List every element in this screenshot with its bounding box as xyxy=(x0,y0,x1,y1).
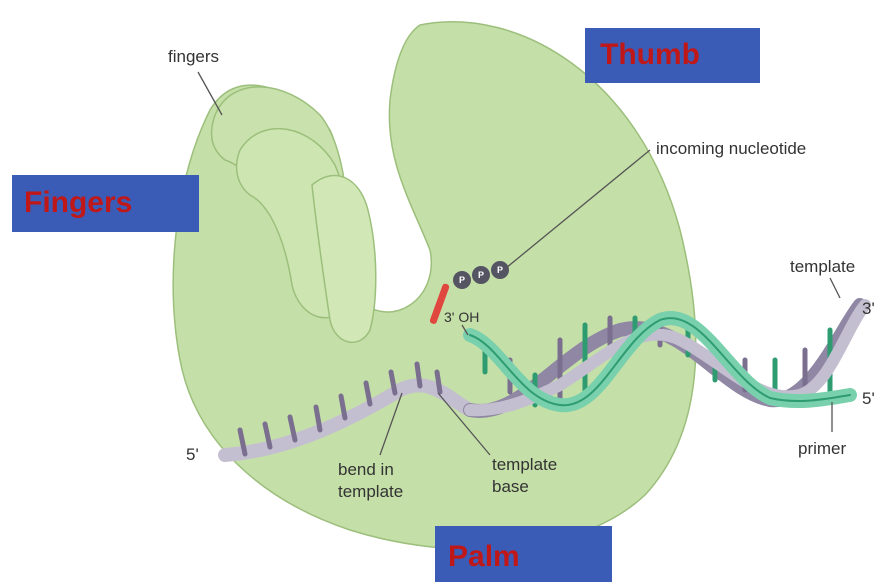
fingers-leader xyxy=(198,72,222,115)
three-prime-label: 3' xyxy=(862,299,875,318)
bend-template-label: template xyxy=(338,482,403,501)
tail-base xyxy=(437,372,440,392)
palm-box-label: Palm xyxy=(448,540,520,573)
thumb-box: Thumb xyxy=(585,28,760,83)
phosphate-label-1: P xyxy=(459,275,465,285)
three-oh-label: 3' OH xyxy=(444,309,479,325)
fingers-box-label: Fingers xyxy=(24,186,132,219)
phosphate-label-2: P xyxy=(478,270,484,280)
template-leader xyxy=(830,278,840,298)
incoming-nucleotide-label: incoming nucleotide xyxy=(656,139,806,158)
phosphate-label-3: P xyxy=(497,265,503,275)
palm-box: Palm xyxy=(435,526,612,582)
template-label: template xyxy=(790,257,855,276)
template-base-label-1: template xyxy=(492,455,557,474)
five-prime-right-label: 5' xyxy=(862,389,875,408)
polymerase-body xyxy=(173,22,696,550)
five-prime-left-label: 5' xyxy=(186,445,199,464)
tail-base xyxy=(417,364,420,386)
template-base-label-2: base xyxy=(492,477,529,496)
bend-in-label: bend in xyxy=(338,460,394,479)
thumb-box-label: Thumb xyxy=(600,38,700,71)
primer-label: primer xyxy=(798,439,847,458)
fingers-label: fingers xyxy=(168,47,219,66)
fingers-box: Fingers xyxy=(12,175,199,232)
